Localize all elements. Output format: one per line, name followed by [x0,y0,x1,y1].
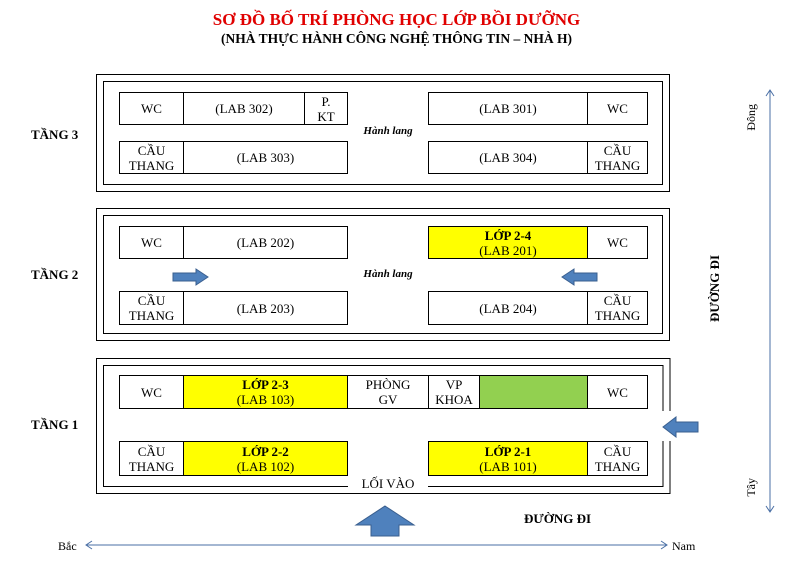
f1-lab-102-label: (LAB 102) [236,458,295,474]
f3-lab-304-label: (LAB 304) [479,150,537,165]
f1-stairs-left-line1: CẦU [137,443,166,459]
side-entrance-arrow-left-icon [662,416,699,438]
compass-west-label: Tây [744,478,758,497]
f2-lab-203: (LAB 203) [183,291,348,325]
f2-class-2-4: LỚP 2-4(LAB 201) [428,226,588,259]
f1-class-2-1: LỚP 2-1(LAB 101) [428,441,588,476]
entrance-arrow-up-icon [354,505,416,537]
floor-2-inner-frame [103,215,663,334]
f2-lab-204: (LAB 204) [428,291,588,325]
f3-wc-left-label: WC [141,101,162,116]
f3-lab-303-label: (LAB 303) [236,150,295,165]
f1-class-2-1-name: LỚP 2-1 [484,443,532,459]
f2-arrow-left-icon [561,268,598,286]
f2-lab-202-label: (LAB 202) [236,235,295,250]
f2-lab-204-label: (LAB 204) [479,300,537,316]
floor-3-label: TẦNG 3 [31,127,79,142]
diagram-title: SƠ ĐỒ BỐ TRÍ PHÒNG HỌC LỚP BỒI DƯỠNG [212,10,581,29]
compass-south-label: Nam [672,539,696,553]
f1-class-2-2-name: LỚP 2-2 [242,443,289,459]
f1-office-line1: VP [445,377,463,392]
compass-north-label: Bắc [58,539,77,553]
f3-hallway-label: Hành lang [363,125,413,137]
f2-class-2-4-name: LỚP 2-4 [484,227,532,243]
f2-stairs-right-line2: THANG [594,308,641,323]
f1-class-2-3: LỚP 2-3(LAB 103) [183,375,348,409]
f3-wc-right: WC [587,92,648,125]
f2-wc-right-label: WC [607,235,628,250]
f2-wc-right: WC [587,226,648,259]
f1-stairs-right-line1: CẦU [603,443,632,459]
floor-2-outer-frame [96,208,670,341]
f1-stairs-right-line2: THANG [594,458,641,474]
f2-stairs-left-line1: CẦU [137,293,166,308]
f2-lab-202: (LAB 202) [183,226,348,259]
compass-east-label: Đông [744,104,758,131]
f2-lab-203-label: (LAB 203) [236,300,295,316]
f3-pkt-room: P.KT [304,92,348,125]
f1-class-2-2: LỚP 2-2(LAB 102) [183,441,348,476]
f3-stairs-left-line2: THANG [128,157,175,173]
f3-pkt-line2: KT [317,108,335,124]
f3-lab-301-label: (LAB 301) [479,101,537,116]
f1-wc-right: WC [587,375,648,409]
f2-wc-left: WC [119,226,184,259]
f3-stairs-right-line1: CẦU [603,142,632,158]
f1-teachers-line2: GV [378,392,398,407]
floor-3-outer-frame [96,74,670,192]
f2-wc-left-label: WC [141,235,162,250]
floor-1-label: TẦNG 1 [31,417,79,432]
f3-lab-301: (LAB 301) [428,92,588,125]
entrance-label: LỐI VÀO [348,476,428,492]
f3-lab-302: (LAB 302) [183,92,305,125]
diagram-subtitle: (NHÀ THỰC HÀNH CÔNG NGHỆ THÔNG TIN – NHÀ… [221,31,572,46]
f2-lab-201-label: (LAB 201) [479,242,537,258]
f1-lab-101-label: (LAB 101) [479,458,537,474]
f1-stairs-left-line2: THANG [128,458,175,474]
f3-pkt-line1: P. [321,93,331,109]
f3-lab-302-label: (LAB 302) [215,101,273,116]
f2-stairs-right-line1: CẦU [603,293,632,308]
f1-wc-left-label: WC [141,384,162,400]
f1-class-2-3-name: LỚP 2-3 [242,377,289,392]
f1-office-line2: KHOA [435,392,473,407]
f3-stairs-left-line1: CẦU [137,142,166,158]
f2-arrow-right-icon [172,268,209,286]
f3-lab-303: (LAB 303) [183,141,348,174]
f1-teachers-line1: PHÒNG [365,377,411,392]
floor-3-inner-frame [103,81,663,185]
road-bottom-label: ĐƯỜNG ĐI [524,511,592,526]
f2-stairs-left-line2: THANG [128,308,175,323]
f2-hallway-label: Hành lang [363,268,413,280]
f3-lab-304: (LAB 304) [428,141,588,174]
f1-green-room [479,375,588,409]
f1-wc-right-label: WC [607,384,628,400]
floor-2-label: TẦNG 2 [31,267,79,282]
f1-lab-103-label: (LAB 103) [236,392,295,407]
f3-stairs-right-line2: THANG [594,157,641,173]
f3-wc-right-label: WC [607,101,628,116]
